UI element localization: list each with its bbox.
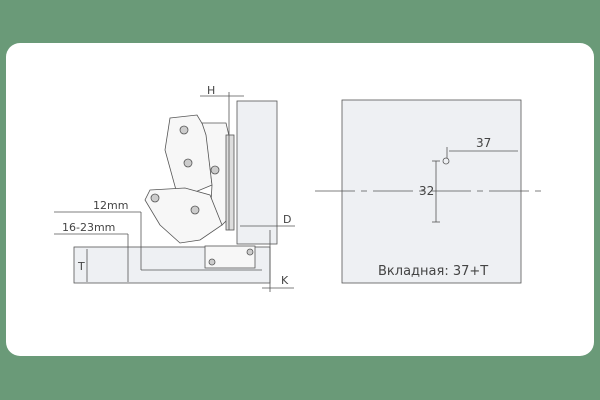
label-t: T — [77, 260, 85, 273]
label-37: 37 — [476, 136, 491, 150]
label-h: H — [207, 84, 215, 97]
door-panel — [236, 100, 278, 245]
caption: Вкладная: 37+T — [378, 264, 488, 279]
label-12mm: 12mm — [93, 199, 128, 212]
side-view — [54, 92, 295, 292]
drill-hole-mark — [442, 157, 450, 165]
label-k: K — [281, 274, 289, 287]
front-view — [315, 99, 546, 284]
label-16-23mm: 16-23mm — [62, 221, 115, 234]
door-face — [341, 99, 522, 284]
hinge-arm — [144, 114, 256, 269]
label-d: D — [283, 213, 291, 226]
hinge-screws — [150, 125, 254, 266]
label-32: 32 — [419, 184, 434, 198]
